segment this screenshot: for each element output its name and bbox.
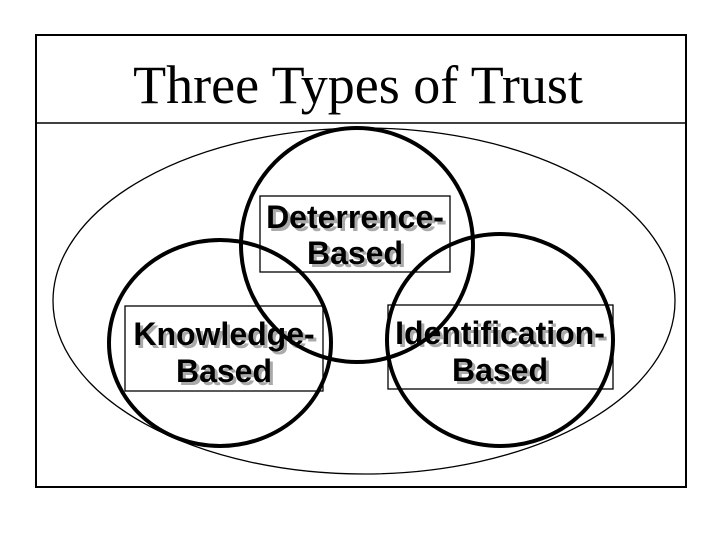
knowledge-label-box: [124, 305, 324, 392]
slide-title: Three Types of Trust: [133, 55, 583, 115]
identification-circle: [385, 232, 615, 448]
knowledge-label-line2-shadow: Based: [179, 356, 275, 392]
deterrence-label-line1: Deterrence-: [266, 199, 444, 235]
identification-label-line2-shadow: Based: [455, 355, 551, 391]
identification-label-line1-shadow: Identification-: [398, 318, 608, 354]
deterrence-label-line2-shadow: Based: [310, 238, 406, 274]
identification-label-line1: Identification-: [395, 315, 605, 351]
knowledge-circle: [107, 238, 333, 448]
identification-label-line2: Based: [452, 352, 548, 388]
deterrence-label-line2: Based: [307, 235, 403, 271]
deterrence-circle: [239, 126, 475, 364]
deterrence-label-line1-shadow: Deterrence-: [269, 202, 447, 238]
deterrence-label-box: [259, 195, 451, 273]
identification-label-box: [387, 304, 614, 390]
knowledge-label-line2: Based: [176, 353, 272, 389]
knowledge-label-line1: Knowledge-: [133, 316, 314, 352]
